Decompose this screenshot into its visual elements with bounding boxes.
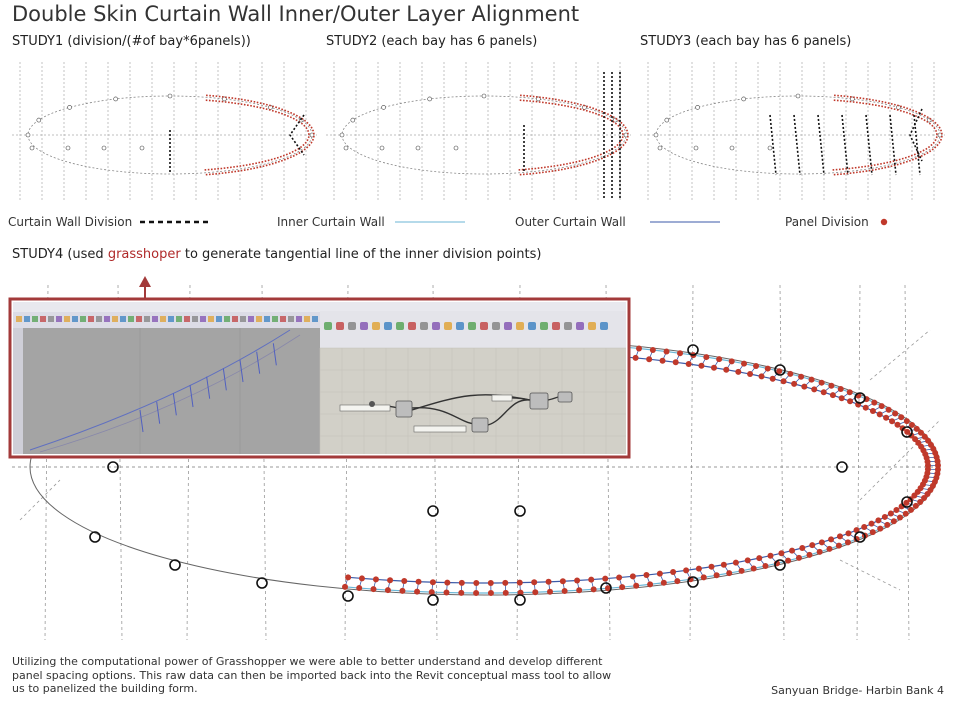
grasshopper-screenshot: [8, 297, 631, 459]
study4-suffix: to generate tangential line of the inner…: [180, 247, 542, 262]
study1-diagram: [12, 62, 317, 200]
study2-diagram: [326, 62, 631, 200]
study4-highlight: grasshoper: [107, 247, 181, 262]
study1-label: STUDY1 (division/(#of bay*6panels)): [12, 34, 251, 49]
legend-panel-dot: [880, 218, 888, 226]
study4-label: STUDY4 (used grasshoper to generate tang…: [12, 247, 541, 262]
legend-inner-label: Inner Curtain Wall: [277, 215, 385, 229]
legend-division-label: Curtain Wall Division: [8, 215, 133, 229]
study4-diagram: [12, 284, 941, 641]
page-title: Double Skin Curtain Wall Inner/Outer Lay…: [12, 2, 580, 26]
description-text: Utilizing the computational power of Gra…: [12, 655, 612, 695]
legend-panel-label: Panel Division: [785, 215, 869, 229]
study3-label: STUDY3 (each bay has 6 panels): [640, 34, 852, 49]
gh-nodes: [339, 391, 573, 433]
arrow-head: [139, 276, 151, 287]
study-diagrams: [12, 62, 945, 200]
legend-outer-label: Outer Curtain Wall: [515, 215, 626, 229]
footer-caption: Sanyuan Bridge- Harbin Bank 4: [771, 684, 944, 697]
study3-diagram: [640, 62, 945, 200]
study4-prefix: STUDY4 (used: [12, 247, 108, 262]
study2-label: STUDY2 (each bay has 6 panels): [326, 34, 538, 49]
